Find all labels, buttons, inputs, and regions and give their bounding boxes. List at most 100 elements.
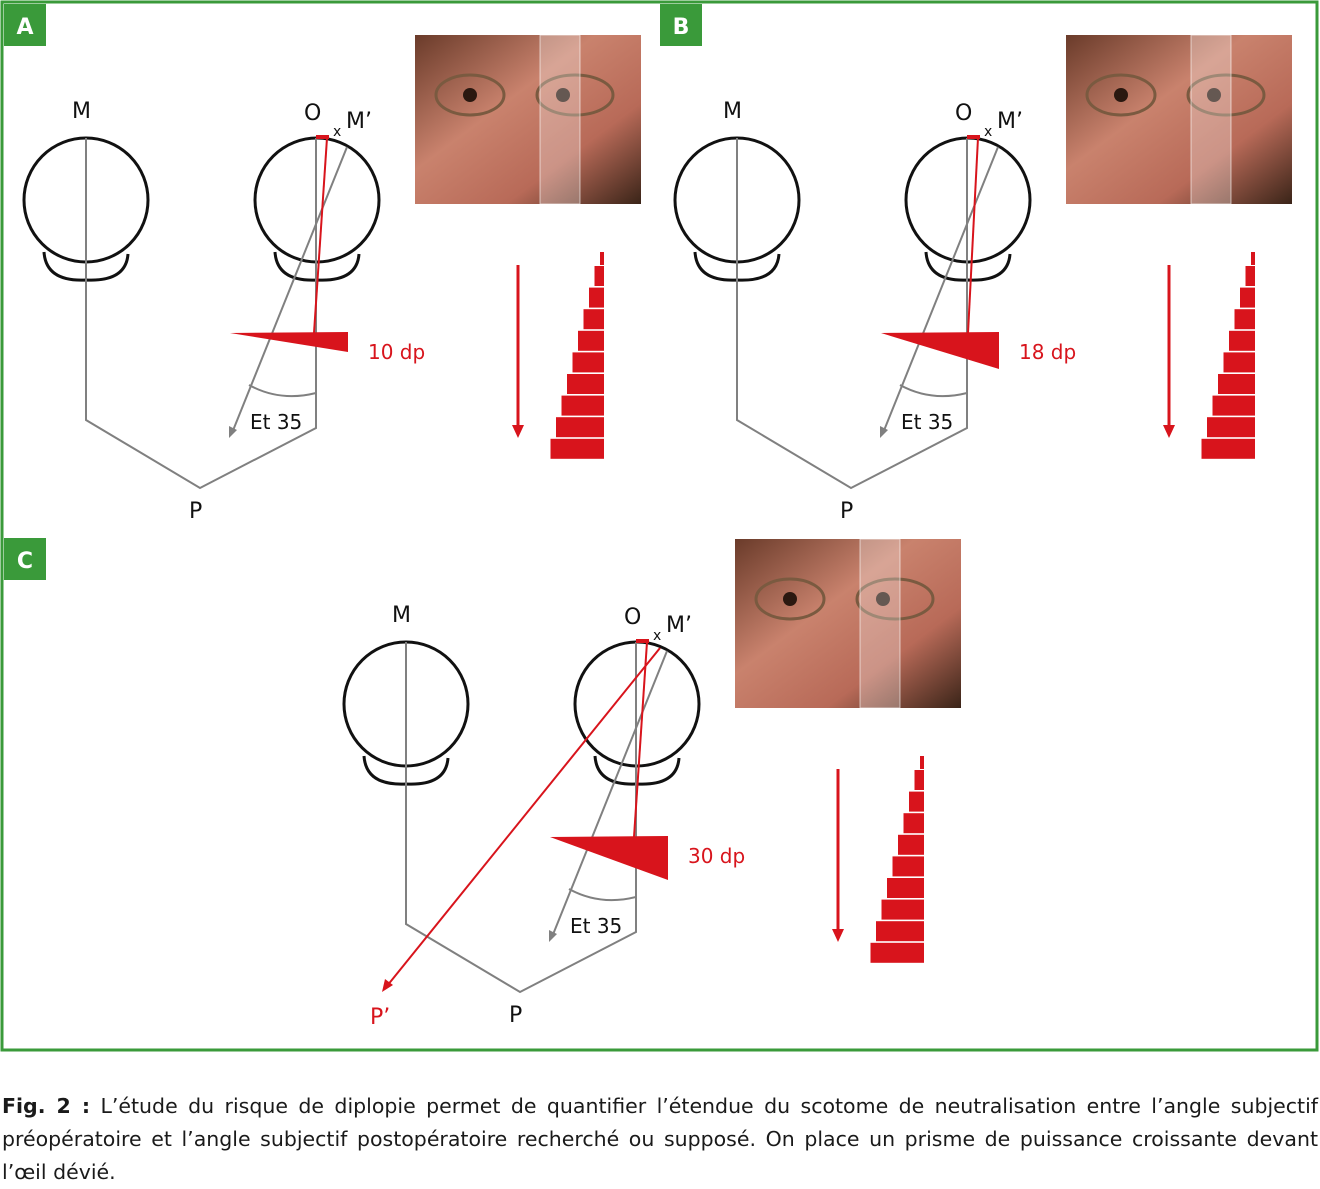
panel-label-box xyxy=(660,4,702,46)
angle-label: Et 35 xyxy=(901,410,953,434)
prism-bar-step xyxy=(1212,395,1255,416)
label-m-prime: M’ xyxy=(997,109,1023,134)
prism-bar-step xyxy=(898,834,924,855)
arrow-down-icon xyxy=(832,929,844,942)
panel-C: P’ M Ox M’ P Et 35 30 dp xyxy=(342,538,961,1030)
prism-bar-step xyxy=(1234,309,1255,330)
pupil-right xyxy=(876,592,890,606)
prism xyxy=(881,332,999,369)
label-m-prime: M’ xyxy=(346,109,372,134)
angle-arc xyxy=(248,384,317,398)
prism-bar-step xyxy=(1251,252,1255,265)
prism-bar-step xyxy=(567,374,604,394)
prism-bar-step xyxy=(881,899,924,920)
patient-photo xyxy=(1066,34,1292,205)
panel-letter: A xyxy=(16,15,33,40)
prism-bar-step xyxy=(1245,266,1255,286)
patient-photo xyxy=(735,538,961,709)
label-x: x xyxy=(984,124,992,140)
refracted-ray xyxy=(967,137,979,334)
label-m: M xyxy=(392,603,411,628)
prism-bar-step xyxy=(1223,352,1255,373)
panel-label-C: C xyxy=(4,538,46,580)
caption-text: L’étude du risque de diplopie permet de … xyxy=(2,1094,1318,1184)
caption-label: Fig. 2 : xyxy=(2,1094,91,1118)
label-p: P xyxy=(509,1003,522,1028)
panel-label-A: A xyxy=(4,4,46,46)
glasses-right xyxy=(1186,73,1266,117)
glasses-right xyxy=(855,577,935,621)
label-o: O xyxy=(624,605,641,630)
pupil-left xyxy=(1114,88,1128,102)
glasses-right xyxy=(535,73,615,117)
photo-background xyxy=(415,35,641,204)
prism xyxy=(550,836,668,880)
angle-label: Et 35 xyxy=(570,914,622,938)
pupil-right xyxy=(556,88,570,102)
prism-bar-step xyxy=(892,856,924,877)
prism-bar-step xyxy=(903,813,924,834)
arrow-down-icon xyxy=(1163,425,1175,438)
prism-bar-step xyxy=(870,942,924,963)
visual-axes xyxy=(736,138,968,490)
label-o: O xyxy=(955,101,972,126)
prism-bar-step xyxy=(589,287,604,308)
prism-bar-step xyxy=(572,352,604,373)
prism-bar xyxy=(859,538,901,709)
prism xyxy=(230,332,348,352)
prism-bar xyxy=(1190,34,1232,205)
label-m-prime: M’ xyxy=(666,613,692,638)
prism-bar-step xyxy=(1240,287,1255,308)
refracted-ray xyxy=(633,641,648,838)
prism-bar-step xyxy=(1229,330,1255,351)
angle-arc xyxy=(568,888,637,902)
prism-bar xyxy=(539,34,581,205)
visual-axes xyxy=(85,138,317,490)
prism-power-label: 30 dp xyxy=(688,844,745,868)
glasses-left xyxy=(1085,73,1157,117)
panel-A: M Ox M’ P Et 35 10 dp xyxy=(22,34,641,524)
label-m: M xyxy=(723,99,742,124)
label-p-prime: P’ xyxy=(370,1005,390,1030)
prism-bar-step xyxy=(594,266,604,286)
prism-bar-step xyxy=(550,438,604,459)
panel-label-box xyxy=(4,538,46,580)
glasses-left xyxy=(434,73,506,117)
arrowhead-icon xyxy=(382,979,393,992)
visual-axes xyxy=(405,642,637,994)
prism-power-label: 18 dp xyxy=(1019,340,1076,364)
label-p: P xyxy=(840,499,853,524)
panel-B: M Ox M’ P Et 35 18 dp xyxy=(673,34,1292,524)
label-p: P xyxy=(189,499,202,524)
refracted-ray xyxy=(313,137,328,334)
prism-bar-step xyxy=(1207,417,1255,438)
prism-bar-step xyxy=(1201,438,1255,459)
figure-frame xyxy=(0,0,1319,1052)
prism-power-label: 10 dp xyxy=(368,340,425,364)
arrowhead-icon xyxy=(880,426,888,438)
label-x: x xyxy=(333,124,341,140)
panel-letter: B xyxy=(673,15,690,40)
prism-bar-step xyxy=(1218,374,1255,394)
prism-bar-step xyxy=(914,770,924,790)
prism-bar-step xyxy=(909,791,924,812)
arrowhead-icon xyxy=(549,930,557,942)
label-x: x xyxy=(653,628,661,644)
prism-bar-step xyxy=(876,921,924,942)
prism-bar-step xyxy=(561,395,604,416)
pupil-right xyxy=(1207,88,1221,102)
panel-label-box xyxy=(4,4,46,46)
patient-photo xyxy=(415,34,641,205)
prism-bar-step xyxy=(600,252,604,265)
prism-bar-step xyxy=(920,756,924,769)
prism-bar-step xyxy=(583,309,604,330)
arrow-down-icon xyxy=(512,425,524,438)
angle-arc xyxy=(899,384,968,398)
pupil-left xyxy=(463,88,477,102)
label-m: M xyxy=(72,99,91,124)
panel-letter: C xyxy=(17,549,33,574)
angle-label: Et 35 xyxy=(250,410,302,434)
label-o: O xyxy=(304,101,321,126)
photo-background xyxy=(1066,35,1292,204)
